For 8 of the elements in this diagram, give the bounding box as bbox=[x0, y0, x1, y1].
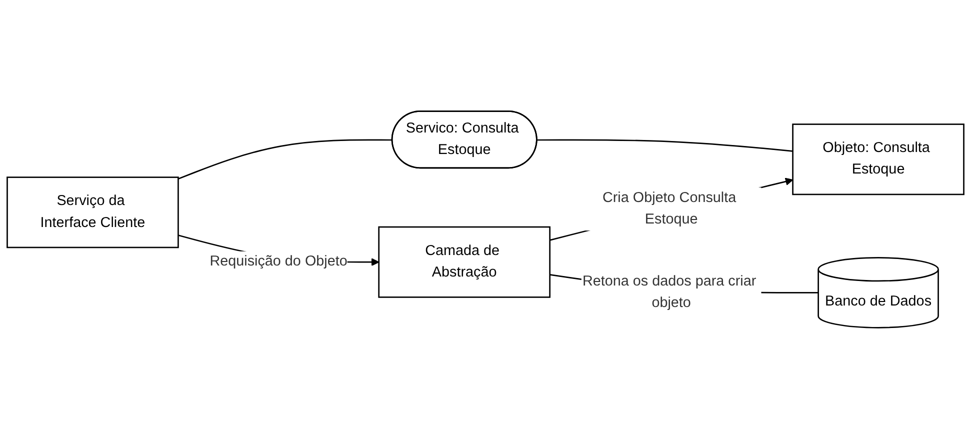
edge-label: Cria Objeto Consulta Estoque bbox=[602, 190, 736, 228]
edge-label: Requisição do Objeto bbox=[210, 254, 348, 270]
connector bbox=[178, 139, 392, 180]
node-box: Camada de Abstração bbox=[378, 226, 550, 298]
edge-label: Retona os dados para criar objeto bbox=[582, 274, 756, 311]
node-box: Objeto: Consulta Estoque bbox=[792, 124, 964, 196]
connector bbox=[537, 139, 793, 152]
node-box: Serviço da Interface Cliente bbox=[6, 176, 179, 248]
